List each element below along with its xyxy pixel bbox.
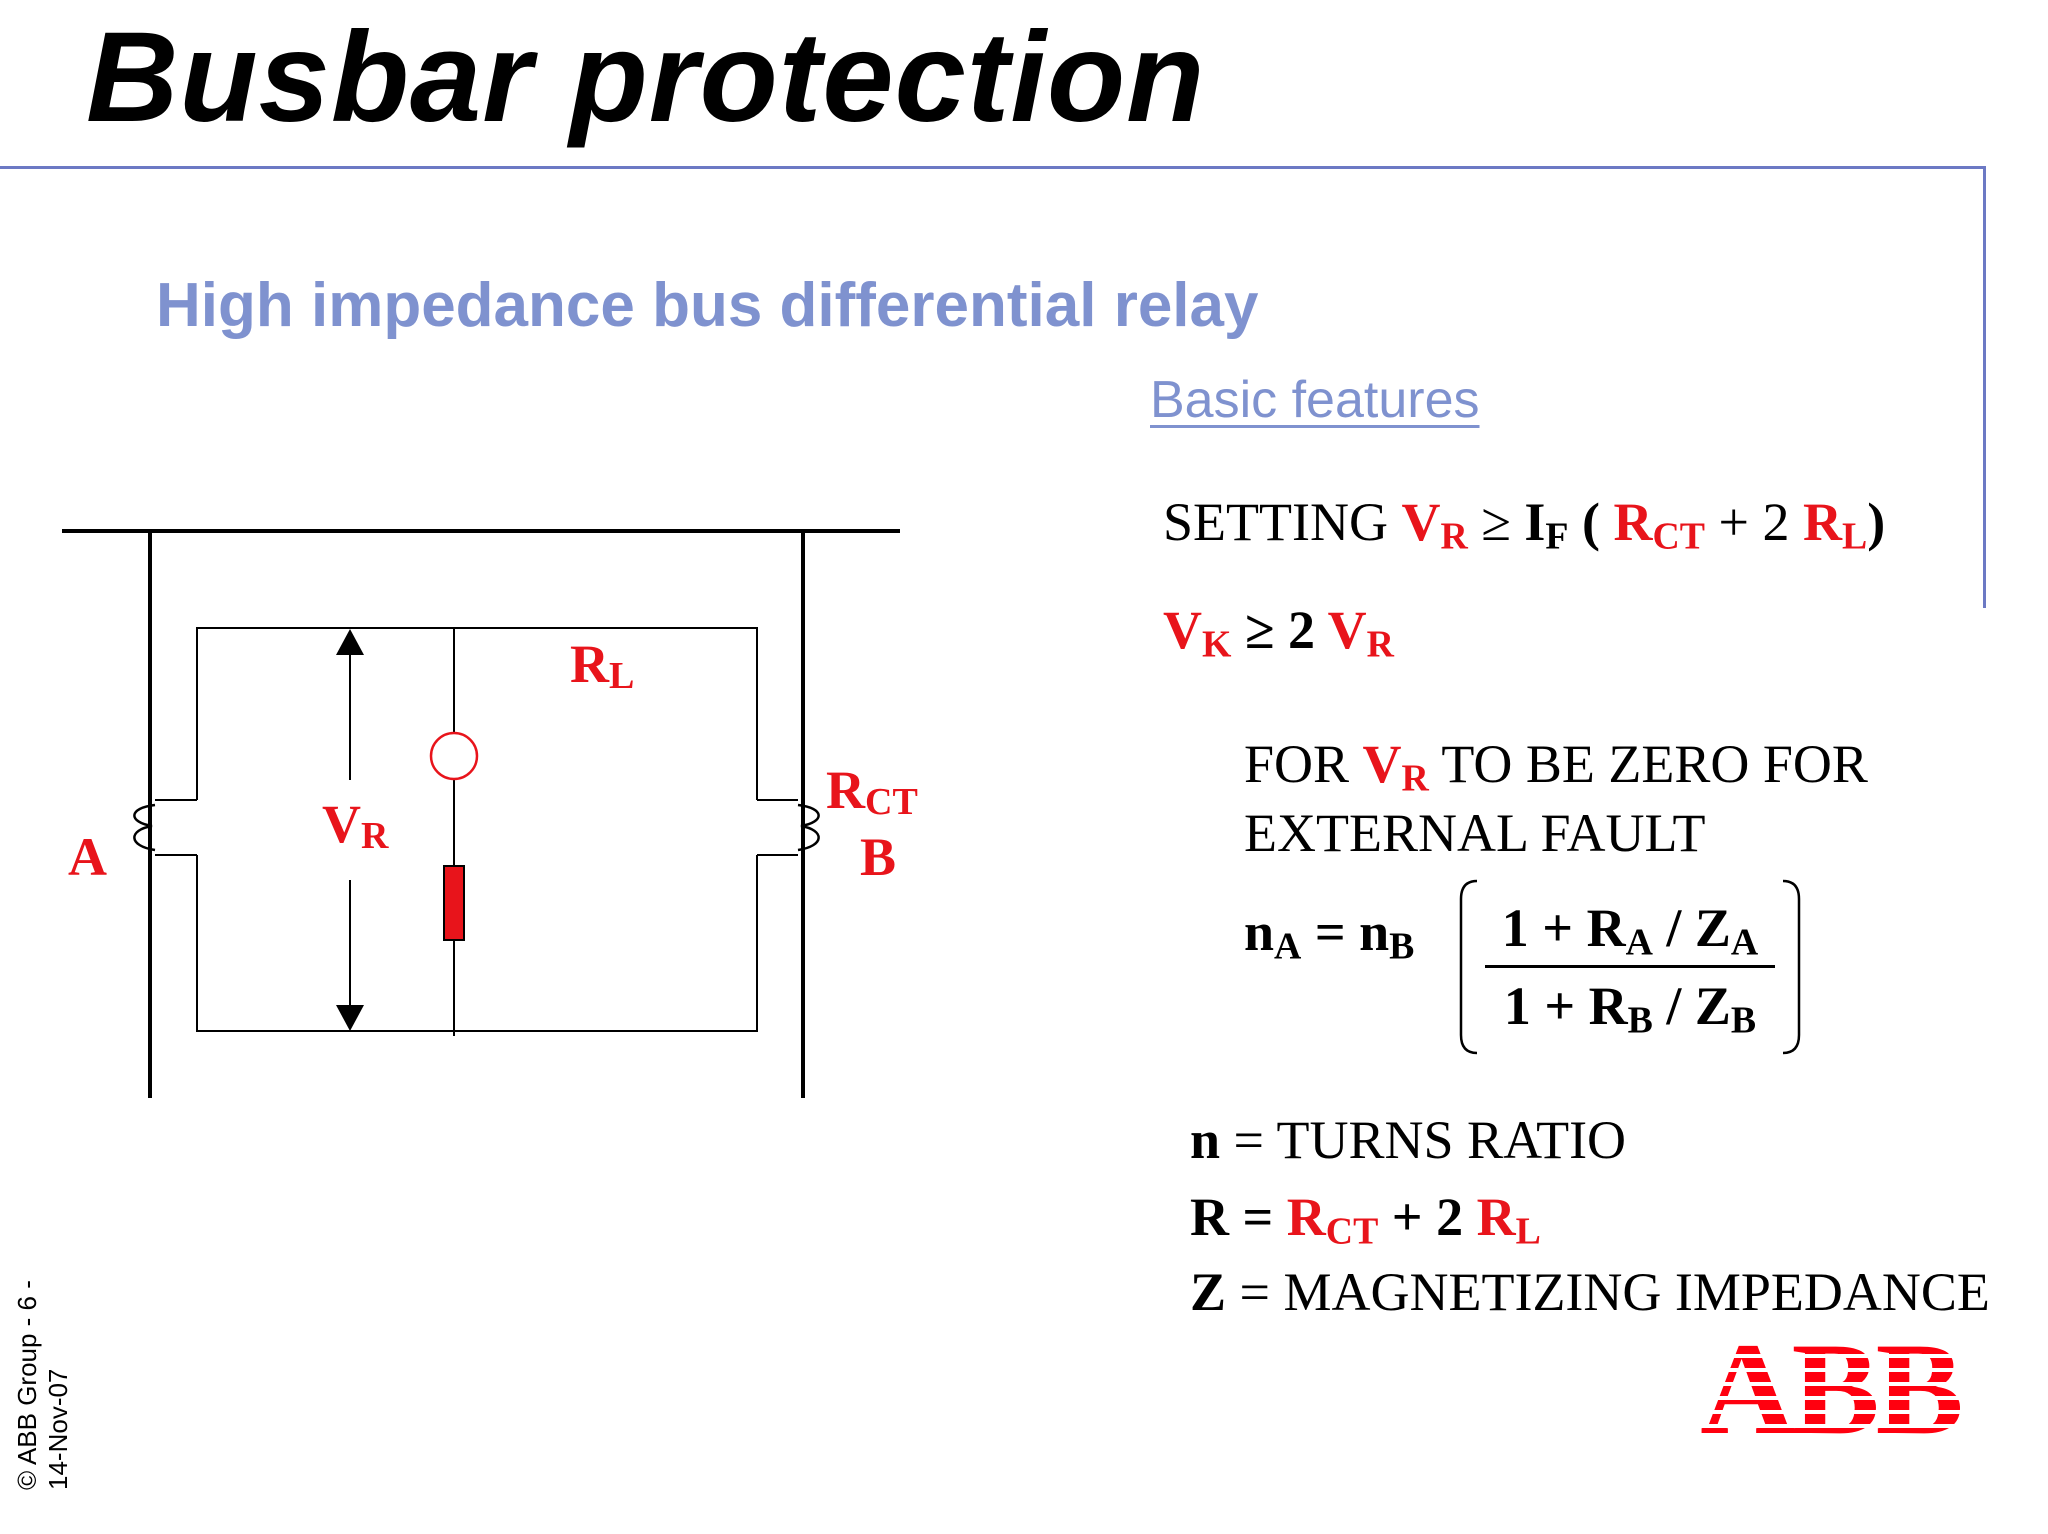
top-loop-wire (196, 627, 758, 800)
relay-element (429, 731, 479, 781)
definition-r: R = RCT + 2 RL (1190, 1187, 1541, 1253)
definition-z: Z = MAGNETIZING IMPEDANCE (1190, 1262, 1990, 1322)
stabilizing-resistor (443, 865, 465, 941)
fraction-denominator: 1 + RB / ZB (1503, 976, 1757, 1042)
fraction-bar (1485, 965, 1775, 968)
title-divider (0, 166, 1986, 169)
slide-title: Busbar protection (86, 6, 1206, 149)
label-vr: VR (322, 794, 389, 857)
abb-logo: ABB (1700, 1330, 1960, 1440)
bracket-icons (1459, 879, 1801, 1055)
footer-copyright: © ABB Group - 6 - (12, 1280, 42, 1490)
condition-line-2: EXTERNAL FAULT (1244, 803, 1706, 863)
definition-n: n = TURNS RATIO (1190, 1110, 1627, 1170)
slide-subtitle: High impedance bus differential relay (156, 271, 1259, 340)
circuit-wires (62, 529, 900, 1098)
ratio-fraction: 1 + RA / ZA 1 + RB / ZB (1455, 875, 1805, 1060)
bottom-loop-wire (196, 855, 758, 1032)
ratio-formula-lhs: nA = nB (1244, 902, 1415, 968)
fraction-numerator: 1 + RA / ZA (1501, 898, 1759, 964)
arrow-up-icon (336, 629, 364, 655)
label-rct: RCT (826, 760, 918, 823)
footer-date: 14-Nov-07 (43, 1368, 74, 1490)
ct-coil-a (133, 803, 156, 852)
label-a: A (68, 827, 107, 887)
svg-text:ABB: ABB (1700, 1330, 1960, 1440)
arrow-down-icon (336, 1005, 364, 1031)
footer: © ABB Group - 6 - 14-Nov-07 (12, 1280, 74, 1490)
section-heading: Basic features (1150, 371, 1480, 429)
ct-coil-b (797, 803, 820, 852)
knee-point-formula: VK ≥ 2 VR (1163, 600, 1394, 666)
side-divider (1983, 166, 1986, 608)
label-b: B (860, 827, 896, 887)
condition-line-1: FOR VR TO BE ZERO FOR (1244, 734, 1868, 800)
label-rl: RL (570, 634, 634, 697)
circuit-diagram: RL VR RCT A B (62, 529, 918, 1098)
setting-formula: SETTING VR ≥ IF ( RCT + 2 RL) (1163, 492, 1886, 558)
